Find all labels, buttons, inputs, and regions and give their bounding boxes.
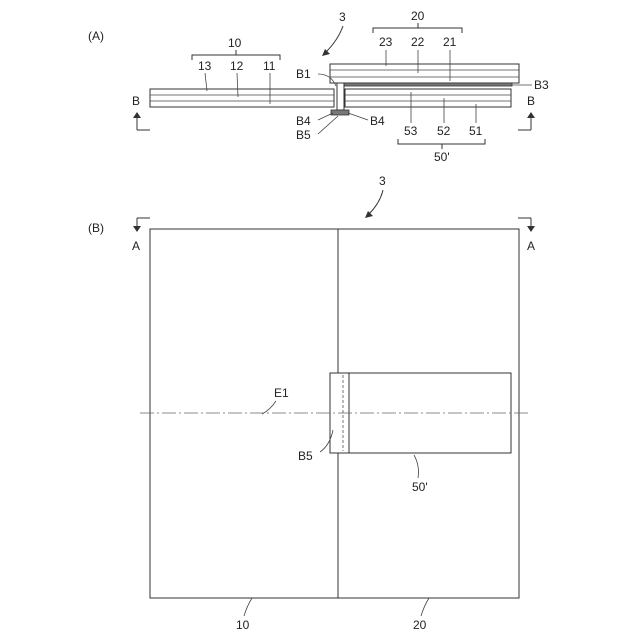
- brace-50: [398, 139, 485, 149]
- leader-50-prime-b: [414, 455, 419, 478]
- leader-12: [237, 73, 238, 97]
- upper-stack-20: [330, 64, 519, 83]
- leader-e1: [262, 401, 276, 414]
- section-a-left-arrowhead: [133, 226, 141, 232]
- label-23: 23: [379, 35, 393, 49]
- label-50-prime-b: 50': [412, 480, 428, 494]
- label-b5-a: B5: [296, 128, 311, 142]
- label-50-prime: 50': [434, 150, 450, 164]
- section-b-left: B: [132, 94, 140, 108]
- label-10: 10: [228, 36, 242, 50]
- assembly-leader-a: [326, 26, 343, 52]
- label-11: 11: [263, 59, 276, 73]
- label-b4-left: B4: [296, 114, 311, 128]
- section-a-right-arrowhead: [527, 226, 535, 232]
- assembly-leader-b: [369, 190, 383, 214]
- label-part-20: 20: [413, 618, 427, 632]
- leader-13: [205, 73, 207, 91]
- assembly-arrowhead-a: [322, 49, 330, 56]
- label-21: 21: [443, 35, 457, 49]
- label-13: 13: [198, 59, 212, 73]
- label-12: 12: [230, 59, 244, 73]
- panel-label-b: (B): [88, 221, 104, 235]
- label-b4-right: B4: [370, 114, 385, 128]
- leader-b4-left: [318, 113, 333, 120]
- assembly-label-b: 3: [379, 174, 386, 188]
- label-51: 51: [469, 124, 483, 138]
- label-20: 20: [411, 9, 425, 23]
- joint-post-b1: [337, 83, 344, 110]
- leader-part-20: [421, 598, 429, 616]
- joint-plate-b5: [331, 110, 349, 115]
- assembly-label-a: 3: [339, 10, 346, 24]
- section-b-right-arrowhead: [527, 112, 535, 118]
- label-part-10: 10: [236, 618, 250, 632]
- label-b3: B3: [534, 78, 549, 92]
- label-b1: B1: [296, 67, 311, 81]
- leader-b4-right: [348, 113, 368, 120]
- label-52: 52: [437, 124, 451, 138]
- label-53: 53: [404, 124, 418, 138]
- lower-stack-50: [345, 89, 511, 107]
- label-22: 22: [411, 35, 425, 49]
- assembly-arrowhead-b: [365, 211, 373, 218]
- panel-label-a: (A): [88, 29, 104, 43]
- section-b-right: B: [527, 94, 535, 108]
- section-a-right: A: [527, 239, 535, 253]
- label-e1: E1: [274, 386, 289, 400]
- left-stack-10: [150, 89, 334, 107]
- section-b-left-arrowhead: [133, 112, 141, 118]
- adhesive-b3: [340, 83, 512, 86]
- brace-20: [373, 23, 462, 33]
- leader-b1: [318, 74, 336, 86]
- label-b5-b: B5: [298, 449, 313, 463]
- leader-part-10: [244, 598, 252, 616]
- section-a-left: A: [132, 239, 140, 253]
